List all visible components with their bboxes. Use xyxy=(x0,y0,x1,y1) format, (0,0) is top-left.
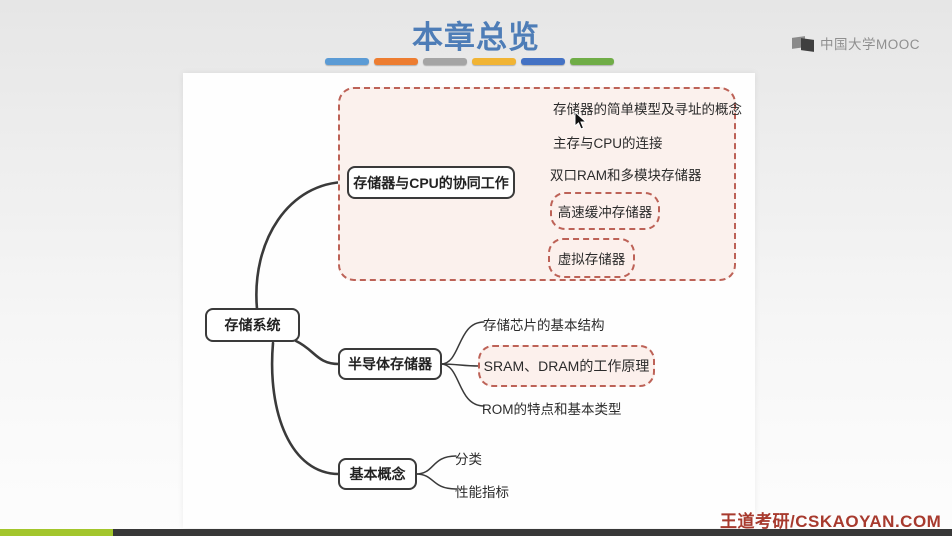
page-title: 本章总览 xyxy=(412,20,540,56)
title-decor-bars xyxy=(325,58,614,65)
mindmap-leaf-classification: 分类 xyxy=(455,452,482,467)
decor-bar xyxy=(521,58,565,65)
mindmap-leaf-cpu-connection: 主存与CPU的连接 xyxy=(553,136,663,151)
mindmap-leaf-virtual-memory-highlighted: 虚拟存储器 xyxy=(548,238,635,278)
slide-area: 存储系统 存储器与CPU的协同工作 半导体存储器 基本概念 存储器的简单模型及寻… xyxy=(183,73,755,528)
mindmap-leaf-sram-dram-highlighted: SRAM、DRAM的工作原理 xyxy=(478,345,655,387)
video-progress-bar[interactable] xyxy=(0,529,113,536)
decor-bar xyxy=(325,58,369,65)
mindmap-leaf-rom-types: ROM的特点和基本类型 xyxy=(482,402,622,417)
mooc-brand-text: 中国大学MOOC xyxy=(820,37,920,52)
mindmap-node-root: 存储系统 xyxy=(205,308,300,342)
decor-bar xyxy=(472,58,516,65)
mindmap-leaf-chip-structure: 存储芯片的基本结构 xyxy=(483,318,605,333)
mindmap-node-branch-cpu-cooperation: 存储器与CPU的协同工作 xyxy=(347,166,515,199)
decor-bar xyxy=(570,58,614,65)
mindmap-leaf-simple-model: 存储器的简单模型及寻址的概念 xyxy=(553,102,742,117)
video-progress-track[interactable] xyxy=(0,529,952,536)
mindmap-node-branch-semiconductor: 半导体存储器 xyxy=(338,348,442,380)
mindmap-leaf-performance-metrics: 性能指标 xyxy=(455,485,509,500)
mooc-brand: 中国大学MOOC xyxy=(792,33,920,53)
decor-bar xyxy=(374,58,418,65)
decor-bar xyxy=(423,58,467,65)
mouse-cursor-icon xyxy=(574,111,588,130)
mindmap-leaf-cache-highlighted: 高速缓冲存储器 xyxy=(550,192,660,230)
mindmap-node-branch-basics: 基本概念 xyxy=(338,458,417,490)
watermark-text: 王道考研/CSKAOYAN.COM xyxy=(720,512,942,531)
mooc-logo-icon xyxy=(792,35,816,52)
mindmap-leaf-dualport-ram: 双口RAM和多模块存储器 xyxy=(550,168,702,183)
